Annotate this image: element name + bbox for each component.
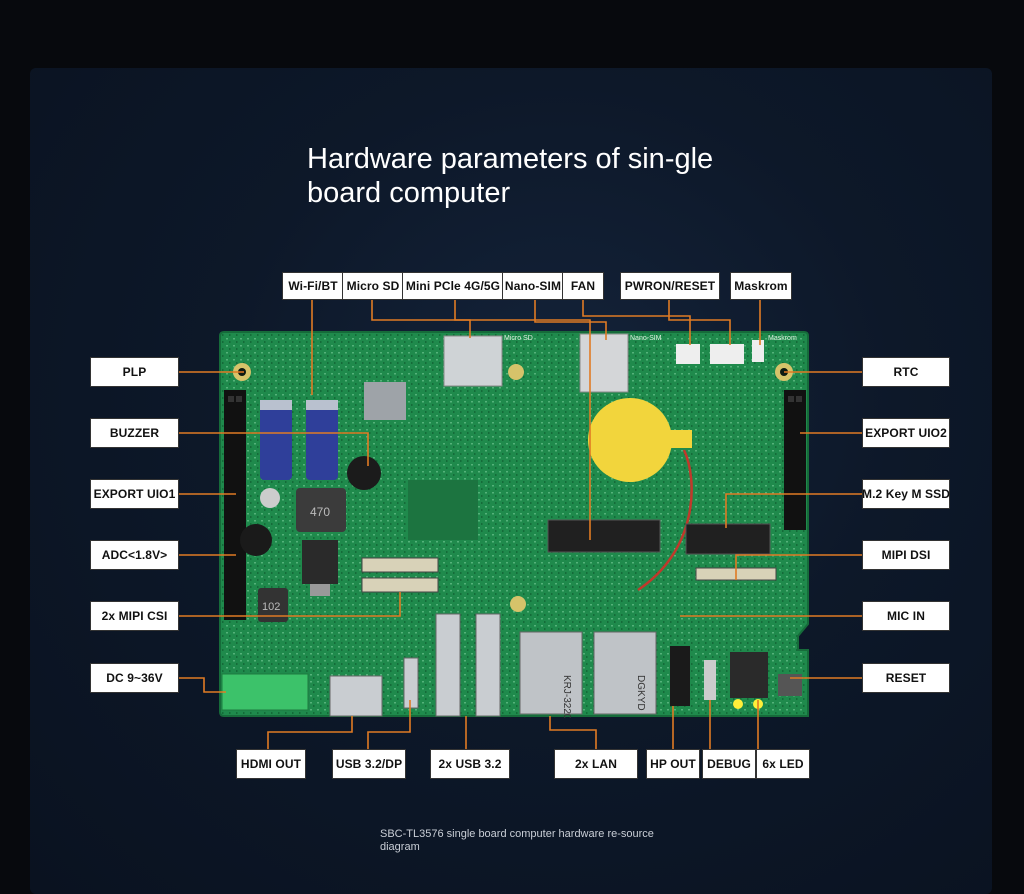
label-reset: RESET: [862, 663, 950, 693]
inductor-label: 470: [310, 505, 330, 519]
lan-jack-1: [519, 631, 583, 715]
label-lan: 2x LAN: [554, 749, 638, 779]
right-header: [784, 390, 806, 530]
label-pwron-reset: PWRON/RESET: [620, 272, 720, 300]
left-header: [224, 390, 246, 620]
micro-sd-slot: [443, 335, 503, 387]
label-hp-out: HP OUT: [646, 749, 700, 779]
label-m2-ssd: M.2 Key M SSD: [862, 479, 950, 509]
nano-sim-slot: [579, 333, 629, 393]
label-maskrom: Maskrom: [730, 272, 792, 300]
lan-silk-2: DGKYD: [635, 675, 646, 711]
usb-port-1: [435, 613, 461, 717]
label-hdmi-out: HDMI OUT: [236, 749, 306, 779]
diagram-title: Hardware parameters of sin-gle board com…: [307, 143, 714, 209]
csi-connector-2: [361, 577, 439, 593]
label-mipi-dsi: MIPI DSI: [862, 540, 950, 570]
board-illustration: 470 102 Micro SD Nano-SIM Maskrom KRJ-32…: [219, 331, 809, 718]
label-debug: DEBUG: [702, 749, 756, 779]
usb-port-2: [475, 613, 501, 717]
label-plp: PLP: [90, 357, 179, 387]
label-rtc: RTC: [862, 357, 950, 387]
micro-sd-silk: Micro SD: [504, 335, 533, 342]
label-wifi-bt: Wi-Fi/BT: [282, 272, 344, 300]
nano-sim-silk: Nano-SIM: [630, 335, 662, 342]
hdmi-port: [329, 675, 383, 717]
label-mipi-csi: 2x MIPI CSI: [90, 601, 179, 631]
lan-silk-1: KRJ-3220NL: [561, 675, 572, 718]
lan-jack-2: [593, 631, 657, 715]
rtc-battery: [588, 398, 672, 482]
coil-label: 102: [262, 601, 280, 613]
label-nano-sim: Nano-SIM: [502, 272, 564, 300]
label-export-uio1: EXPORT UIO1: [90, 479, 179, 509]
label-usb-dp: USB 3.2/DP: [332, 749, 406, 779]
label-export-uio2: EXPORT UIO2: [862, 418, 950, 448]
dc-terminal: [221, 673, 309, 711]
label-mic-in: MIC IN: [862, 601, 950, 631]
label-dc-input: DC 9~36V: [90, 663, 179, 693]
label-micro-sd: Micro SD: [342, 272, 404, 300]
label-buzzer: BUZZER: [90, 418, 179, 448]
csi-connector-1: [361, 557, 439, 573]
dsi-connector: [695, 567, 777, 581]
usb-c-port: [403, 657, 419, 709]
maskrom-silk: Maskrom: [768, 335, 797, 342]
label-fan: FAN: [562, 272, 604, 300]
label-adc: ADC<1.8V>: [90, 540, 179, 570]
label-mini-pcie: Mini PCle 4G/5G: [402, 272, 504, 300]
mini-pcie-slot: [547, 519, 661, 553]
buzzer: [347, 456, 381, 490]
m2-ssd-slot: [685, 523, 771, 555]
diagram-caption: SBC-TL3576 single board computer hardwar…: [380, 828, 654, 853]
label-usb32: 2x USB 3.2: [430, 749, 510, 779]
label-led: 6x LED: [756, 749, 810, 779]
